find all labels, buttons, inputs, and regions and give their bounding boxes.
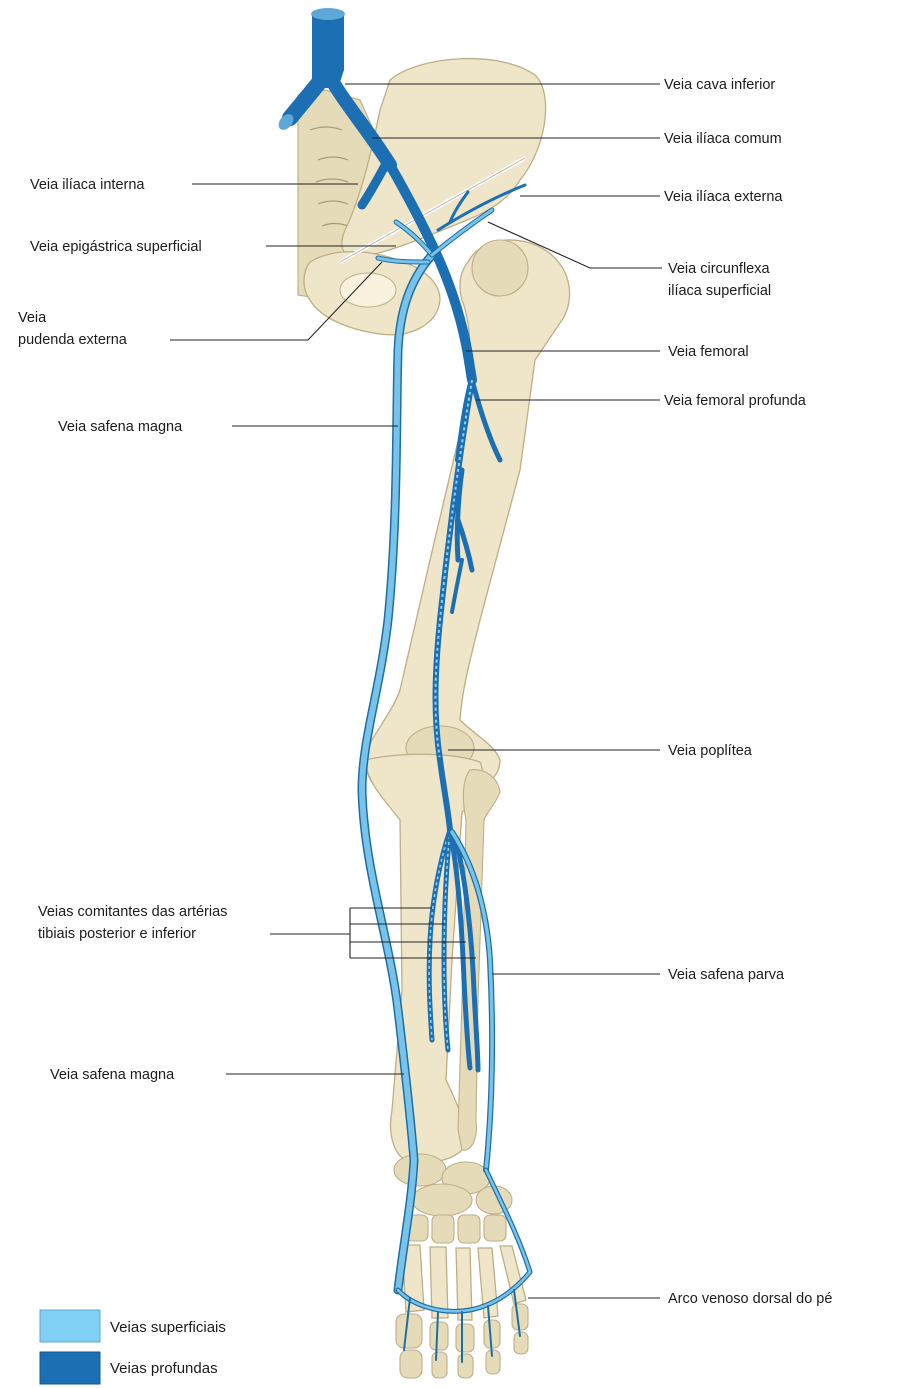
ivc-opening <box>311 8 345 20</box>
legend: Veias superficiais Veias profundas <box>40 1310 226 1384</box>
legend-label-superficial: Veias superficiais <box>110 1319 226 1336</box>
femoral-head <box>472 240 528 296</box>
label-circunflexa-line1: Veia circunflexa <box>668 261 770 277</box>
label-iliaca-interna: Veia ilíaca interna <box>30 177 145 193</box>
obturator-foramen <box>340 273 396 307</box>
label-vena-cava-inferior: Veia cava inferior <box>664 77 775 93</box>
label-femoral: Veia femoral <box>668 344 749 360</box>
label-pudenda-line2: pudenda externa <box>18 332 128 348</box>
legend-swatch-superficial <box>40 1310 100 1342</box>
label-safena-magna-upper: Veia safena magna <box>58 419 183 435</box>
label-epigastrica-superficial: Veia epigástrica superficial <box>30 239 202 255</box>
label-femoral-profunda: Veia femoral profunda <box>664 393 807 409</box>
label-pudenda-line1: Veia <box>18 310 47 326</box>
legend-swatch-deep <box>40 1352 100 1384</box>
label-poplitea: Veia poplítea <box>668 743 753 759</box>
label-circunflexa-line2: ilíaca superficial <box>668 283 771 299</box>
label-iliaca-externa: Veia ilíaca externa <box>664 189 783 205</box>
legend-label-deep: Veias profundas <box>110 1360 218 1377</box>
label-comitantes-line2: tibiais posterior e inferior <box>38 926 196 942</box>
label-iliaca-comum: Veia ilíaca comum <box>664 131 782 147</box>
label-safena-parva: Veia safena parva <box>668 967 785 983</box>
label-safena-magna-lower: Veia safena magna <box>50 1067 175 1083</box>
label-comitantes-line1: Veias comitantes das artérias <box>38 904 227 920</box>
label-arco-venoso: Arco venoso dorsal do pé <box>668 1291 832 1307</box>
